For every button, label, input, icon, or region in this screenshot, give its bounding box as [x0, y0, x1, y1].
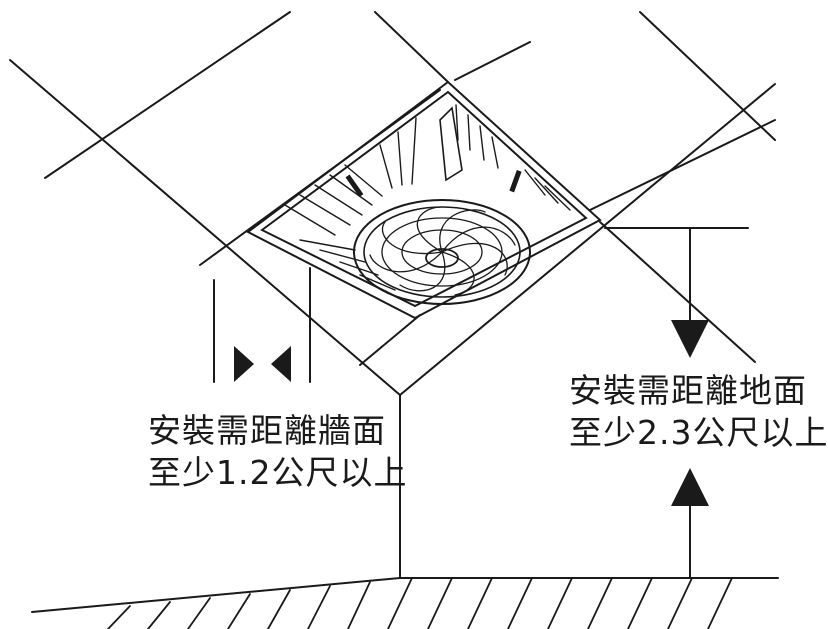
fan-inner-frame [260, 90, 588, 308]
wall-arrow-right [234, 346, 254, 382]
floor-clearance-note: 安裝需距離地面 至少2.3公尺以上 [569, 370, 828, 454]
fan-rim-inner [363, 206, 521, 298]
ceiling-grid [44, 11, 776, 366]
floor-hatching [107, 577, 733, 629]
fan-clip-right [509, 169, 522, 193]
wall-clearance-note: 安裝需距離牆面 至少1.2公尺以上 [148, 410, 407, 494]
floor-arrow-down [671, 320, 709, 358]
fan-outer-frame [246, 80, 602, 320]
floor-line-left [31, 577, 401, 613]
floor-clearance-line-2: 至少2.3公尺以上 [569, 413, 828, 452]
floor-clearance-line-1: 安裝需距離地面 [569, 371, 807, 410]
floor-arrow-up [671, 468, 709, 506]
fan-clip-left [345, 174, 364, 197]
fan-rim-outer [353, 199, 531, 305]
installation-diagram [9, 11, 779, 629]
fan-blades [369, 206, 516, 296]
wall-clearance-line-1: 安裝需距離牆面 [148, 411, 386, 450]
wall-arrow-left [271, 346, 291, 382]
wall-clearance-dimension [213, 267, 311, 383]
ceiling-edge-right [399, 83, 776, 396]
ceiling-fan [246, 80, 602, 320]
fan-center-fin [439, 106, 463, 182]
fan-hub [425, 248, 459, 268]
floor-clearance-dimension [604, 227, 749, 579]
ceiling-edge-left [9, 59, 401, 396]
wall-clearance-line-2: 至少1.2公尺以上 [148, 453, 408, 492]
